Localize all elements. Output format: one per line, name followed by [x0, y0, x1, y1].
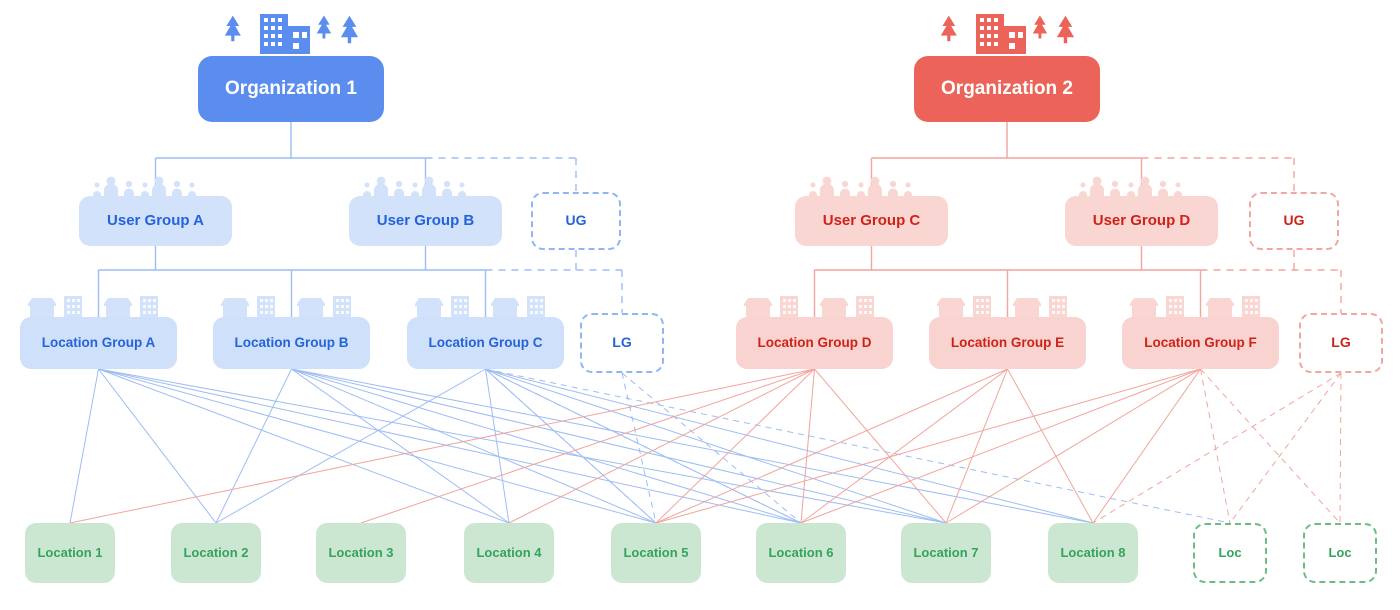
- node-label: Location Group B: [234, 334, 349, 350]
- node-label: LG: [1331, 334, 1351, 351]
- node-label: Organization 1: [225, 77, 357, 99]
- edge-line: [485, 368, 802, 524]
- node-ugB[interactable]: User Group B: [349, 196, 502, 246]
- node-label: Location Group A: [41, 334, 156, 350]
- node-label: Location 7: [913, 544, 979, 560]
- edge-line: [98, 368, 217, 524]
- node-label: Loc: [1218, 544, 1242, 560]
- node-loc2[interactable]: Location 2: [171, 523, 261, 583]
- node-label: Location 3: [328, 544, 394, 560]
- node-loc7[interactable]: Location 7: [901, 523, 991, 583]
- node-label: Location 4: [476, 544, 542, 560]
- edge-line: [621, 372, 657, 524]
- node-loc4[interactable]: Location 4: [464, 523, 554, 583]
- edge-line: [215, 368, 486, 524]
- node-label: UG: [565, 212, 587, 229]
- edge-line: [485, 368, 657, 524]
- node-lgE[interactable]: Location Group E: [929, 317, 1086, 369]
- edge-line: [69, 368, 99, 524]
- edge-line: [98, 368, 657, 524]
- edge-line: [291, 368, 802, 524]
- edge-line: [945, 368, 1201, 524]
- node-lgB[interactable]: Location Group B: [213, 317, 370, 369]
- edge-line: [98, 368, 947, 524]
- node-lgGhostR[interactable]: LG: [1299, 313, 1383, 373]
- edge-line: [291, 368, 657, 524]
- edge-line: [291, 368, 1094, 524]
- node-label: Location 8: [1060, 544, 1126, 560]
- node-ugGhostL[interactable]: UG: [531, 192, 621, 250]
- edge-line: [945, 368, 1008, 524]
- edge-line: [1200, 368, 1341, 524]
- edge-line: [655, 368, 1201, 524]
- edge-line: [291, 368, 947, 524]
- edge-line: [485, 368, 947, 524]
- node-label: LG: [612, 334, 632, 351]
- node-label: Location Group E: [950, 334, 1065, 350]
- node-label: Location Group F: [1144, 334, 1257, 350]
- node-label: User Group C: [822, 211, 921, 229]
- node-label: Loc: [1328, 544, 1352, 560]
- node-locGhost1[interactable]: Loc: [1193, 523, 1267, 583]
- city-skyline-icon: [216, 14, 366, 61]
- node-lgA[interactable]: Location Group A: [20, 317, 177, 369]
- edge-line: [485, 368, 1231, 524]
- edge-line: [814, 368, 947, 524]
- node-ugD[interactable]: User Group D: [1065, 196, 1218, 246]
- node-label: User Group A: [107, 211, 204, 229]
- node-loc6[interactable]: Location 6: [756, 523, 846, 583]
- node-ugC[interactable]: User Group C: [795, 196, 948, 246]
- node-org2[interactable]: Organization 2: [914, 56, 1100, 122]
- node-ugGhostR[interactable]: UG: [1249, 192, 1339, 250]
- edge-line: [1229, 372, 1342, 524]
- node-loc3[interactable]: Location 3: [316, 523, 406, 583]
- node-org1[interactable]: Organization 1: [198, 56, 384, 122]
- edge-line: [800, 368, 1008, 524]
- edge-line: [1200, 368, 1231, 524]
- node-label: Location 6: [768, 544, 834, 560]
- edge-line: [69, 368, 815, 524]
- edge-line: [1007, 368, 1094, 524]
- edge-line: [800, 368, 1201, 524]
- node-loc8[interactable]: Location 8: [1048, 523, 1138, 583]
- node-label: Location Group C: [428, 334, 543, 350]
- edge-line: [360, 368, 815, 524]
- node-lgC[interactable]: Location Group C: [407, 317, 564, 369]
- edge-line: [485, 368, 1094, 524]
- edge-line: [215, 368, 292, 524]
- edge-line: [485, 368, 802, 524]
- node-loc5[interactable]: Location 5: [611, 523, 701, 583]
- edge-line: [508, 368, 815, 524]
- node-label: Location Group D: [757, 334, 872, 350]
- edge-line: [800, 368, 815, 524]
- node-label: Location 2: [183, 544, 249, 560]
- edge-line: [485, 368, 510, 524]
- node-label: Location 5: [623, 544, 689, 560]
- edge-line: [655, 368, 1008, 524]
- node-lgF[interactable]: Location Group F: [1122, 317, 1279, 369]
- edge-line: [98, 368, 510, 524]
- edge-line: [1092, 368, 1201, 524]
- edge-line: [655, 368, 815, 524]
- node-ugA[interactable]: User Group A: [79, 196, 232, 246]
- edge-line: [485, 368, 657, 524]
- edge-line: [621, 372, 802, 524]
- node-lgGhostL[interactable]: LG: [580, 313, 664, 373]
- city-skyline-icon: [932, 14, 1082, 61]
- node-label: UG: [1283, 212, 1305, 229]
- edge-line: [291, 368, 510, 524]
- node-label: User Group D: [1092, 211, 1191, 229]
- node-locGhost2[interactable]: Loc: [1303, 523, 1377, 583]
- node-label: User Group B: [376, 211, 475, 229]
- node-label: Organization 2: [941, 77, 1073, 99]
- edge-line: [98, 368, 802, 524]
- node-label: Location 1: [37, 544, 103, 560]
- node-loc1[interactable]: Location 1: [25, 523, 115, 583]
- edge-line: [1339, 372, 1342, 524]
- edge-line: [1092, 372, 1342, 524]
- node-lgD[interactable]: Location Group D: [736, 317, 893, 369]
